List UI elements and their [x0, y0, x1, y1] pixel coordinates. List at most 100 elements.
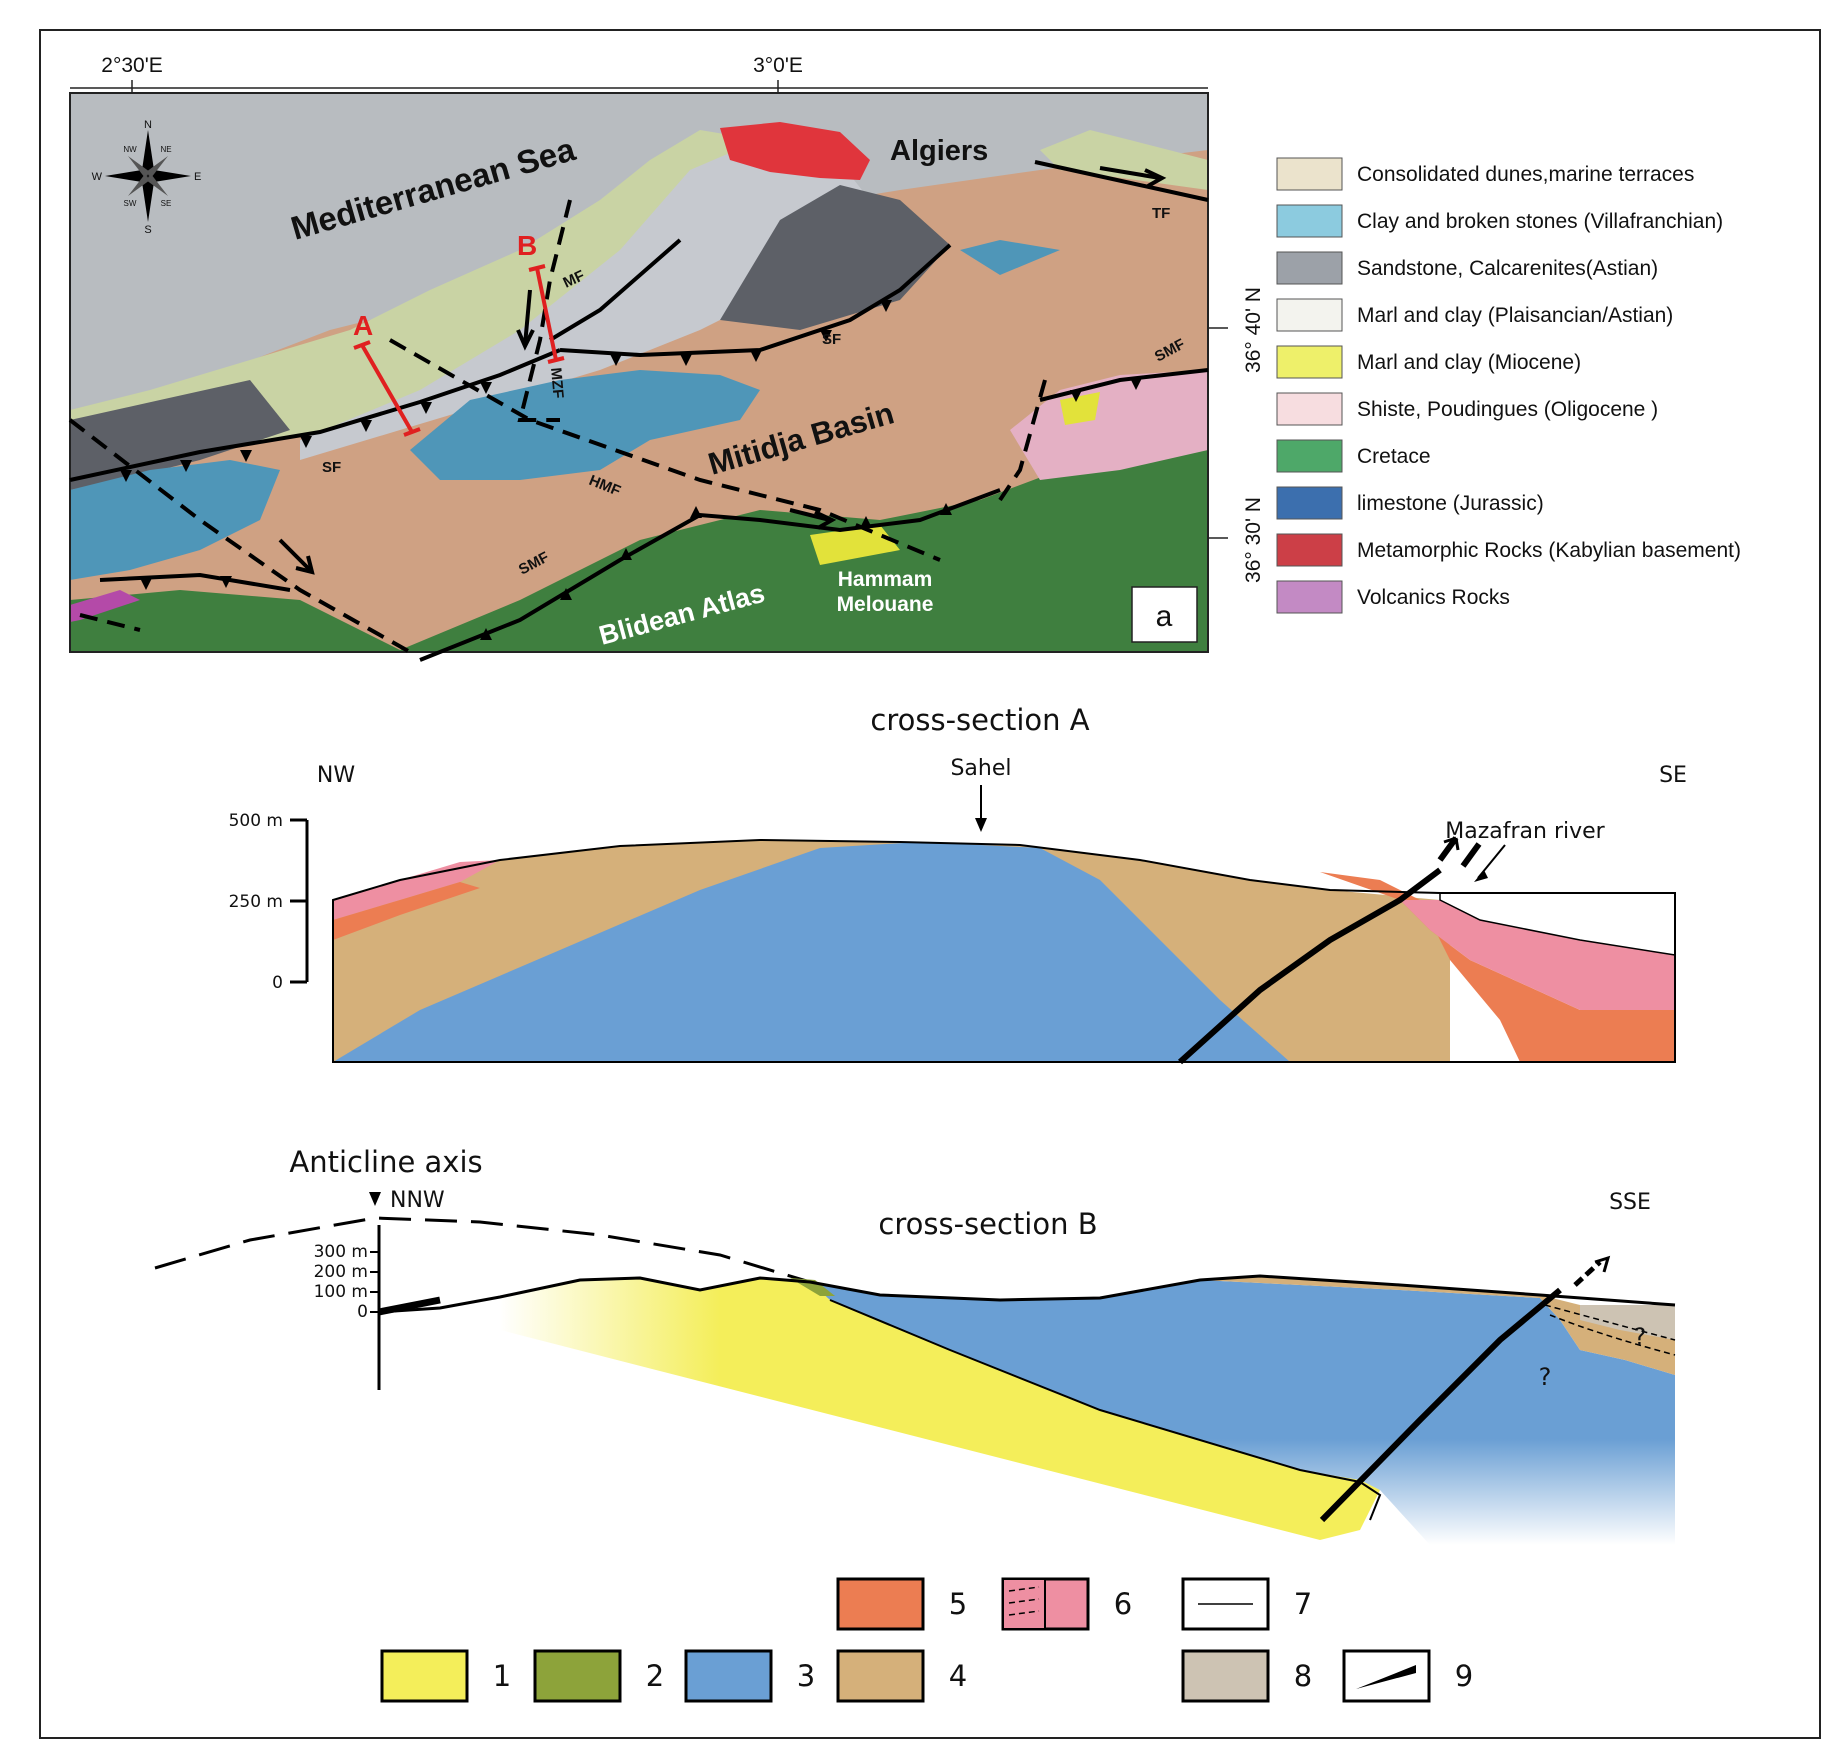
legend-swatch-4: [1276, 298, 1343, 332]
key-number-2: 2: [646, 1659, 664, 1693]
section-a-river: Mazafran river: [1445, 819, 1605, 844]
figure-border: [39, 29, 1821, 1739]
section-a-blue-layer: [333, 842, 1290, 1062]
question-mark-2: ?: [1539, 1363, 1552, 1391]
key-number-4: 4: [949, 1659, 967, 1693]
compass-nw: NW: [123, 145, 137, 154]
section-label-a: A: [353, 310, 373, 341]
key-number-1: 1: [493, 1659, 511, 1693]
section-b-tan-layer: [1200, 1276, 1675, 1375]
legend-swatch-6: [1276, 392, 1343, 426]
anticline-envelope: [154, 1216, 821, 1287]
compass-w: W: [92, 171, 103, 183]
compass-se: SE: [161, 199, 172, 208]
fault-arrows: [278, 166, 1167, 575]
fault-label-tf: TF: [1152, 205, 1170, 222]
legend-label-8: limestone (Jurassic): [1357, 492, 1544, 515]
legend-swatch-9: [1276, 533, 1343, 567]
astian-light: [300, 140, 870, 460]
legend-swatch-7: [1276, 439, 1343, 473]
legend-label-1: Consolidated dunes,marine terraces: [1357, 163, 1694, 186]
legend-swatch-8: [1276, 486, 1343, 520]
cross-section-b: Anticline axis NNW cross-section B SSE 3…: [154, 1145, 1676, 1545]
miocene-marl: [810, 525, 900, 565]
fault-symbol-icon: [1356, 1665, 1416, 1689]
label-algiers: Algiers: [890, 135, 988, 167]
oligocene-shiste: [1010, 370, 1208, 480]
thrust-teeth: [120, 300, 1142, 640]
legend-swatch-1: [1276, 157, 1343, 191]
legend-swatch-5: [1276, 345, 1343, 379]
lat-label-2: 36° 30' N: [1242, 497, 1265, 583]
scale-a-0: 0: [272, 973, 283, 993]
section-b-grey-layer: [1580, 1305, 1675, 1340]
label-melouane: Melouane: [837, 593, 934, 616]
key-number-7: 7: [1294, 1587, 1312, 1621]
map-panel: 2°30'E 3°0'E: [68, 54, 1265, 662]
scale-b-300: 300 m: [314, 1242, 368, 1262]
key-swatch-2: [533, 1649, 622, 1703]
legend-label-7: Cretace: [1357, 445, 1431, 468]
compass-ne: NE: [160, 145, 171, 154]
key-swatch-3: [684, 1649, 773, 1703]
scale-b-0: 0: [357, 1302, 368, 1322]
section-b-left: NNW: [390, 1188, 445, 1213]
legend-swatch-3: [1276, 251, 1343, 285]
scale-a-250: 250 m: [229, 892, 283, 912]
key-swatch-1: [380, 1649, 469, 1703]
section-b-blue-layer: [810, 1280, 1675, 1545]
question-mark-1: ?: [1634, 1323, 1647, 1351]
compass-s: S: [144, 224, 151, 236]
panel-label: a: [1156, 600, 1173, 633]
fault-lines: [69, 160, 1209, 662]
section-b-title: cross-section B: [878, 1207, 1097, 1241]
section-b-right: SSE: [1609, 1190, 1651, 1215]
legend-label-5: Marl and clay (Miocene): [1357, 351, 1581, 374]
metamorphic-kabylian: [720, 122, 870, 180]
lat-label-1: 36° 40' N: [1242, 287, 1265, 373]
legend-swatch-2: [1276, 204, 1343, 238]
section-a-left: NW: [317, 763, 355, 788]
dashed-faults: [68, 199, 1047, 654]
key-swatch-8: [1181, 1649, 1270, 1703]
compass-rose-icon: [105, 130, 191, 222]
scale-b-100: 100 m: [314, 1282, 368, 1302]
section-b-surface: [378, 1274, 1676, 1314]
cross-section-a: cross-section A NW SE Sahel Mazafran riv…: [229, 703, 1687, 1065]
cretace-atlas: [70, 440, 1208, 652]
numbered-key: 1 2 3 4 5 6 7 8 9: [380, 1577, 1473, 1703]
key-number-8: 8: [1294, 1659, 1312, 1693]
scale-b-200: 200 m: [314, 1262, 368, 1282]
label-hammam: Hammam: [838, 568, 933, 591]
legend-label-6: Shiste, Poudingues (Oligocene ): [1357, 398, 1658, 421]
compass-n: N: [144, 119, 152, 131]
compass-sw: SW: [124, 199, 137, 208]
section-b-fault: [1319, 1287, 1562, 1523]
legend-label-3: Sandstone, Calcarenites(Astian): [1357, 257, 1658, 280]
legend-swatch-10: [1276, 580, 1343, 614]
volcanics: [70, 590, 140, 622]
section-a-pink-layer: [1400, 900, 1675, 1010]
scale-a-500: 500 m: [229, 811, 283, 831]
section-lines: [353, 264, 565, 437]
panel-label-box: [1131, 586, 1198, 643]
key-number-5: 5: [949, 1587, 967, 1621]
key-number-3: 3: [797, 1659, 815, 1693]
key-swatch-4: [836, 1649, 925, 1703]
section-a-right: SE: [1659, 763, 1687, 788]
key-number-6: 6: [1114, 1587, 1132, 1621]
section-b-yellow-layer: [500, 1278, 1380, 1540]
compass-e: E: [194, 171, 201, 183]
section-a-nw-orange: [333, 882, 480, 940]
key-number-9: 9: [1455, 1659, 1473, 1693]
section-label-b: B: [517, 230, 537, 261]
section-a-title: cross-section A: [870, 703, 1089, 737]
lon-label-1: 2°30'E: [101, 54, 162, 77]
fault-label-mzf: MZF: [547, 367, 567, 399]
section-a-nw-pink: [333, 860, 500, 920]
section-a-fault: [1177, 867, 1442, 1065]
map-frame: [69, 92, 1209, 653]
legend-label-2: Clay and broken stones (Villafranchian): [1357, 210, 1723, 233]
